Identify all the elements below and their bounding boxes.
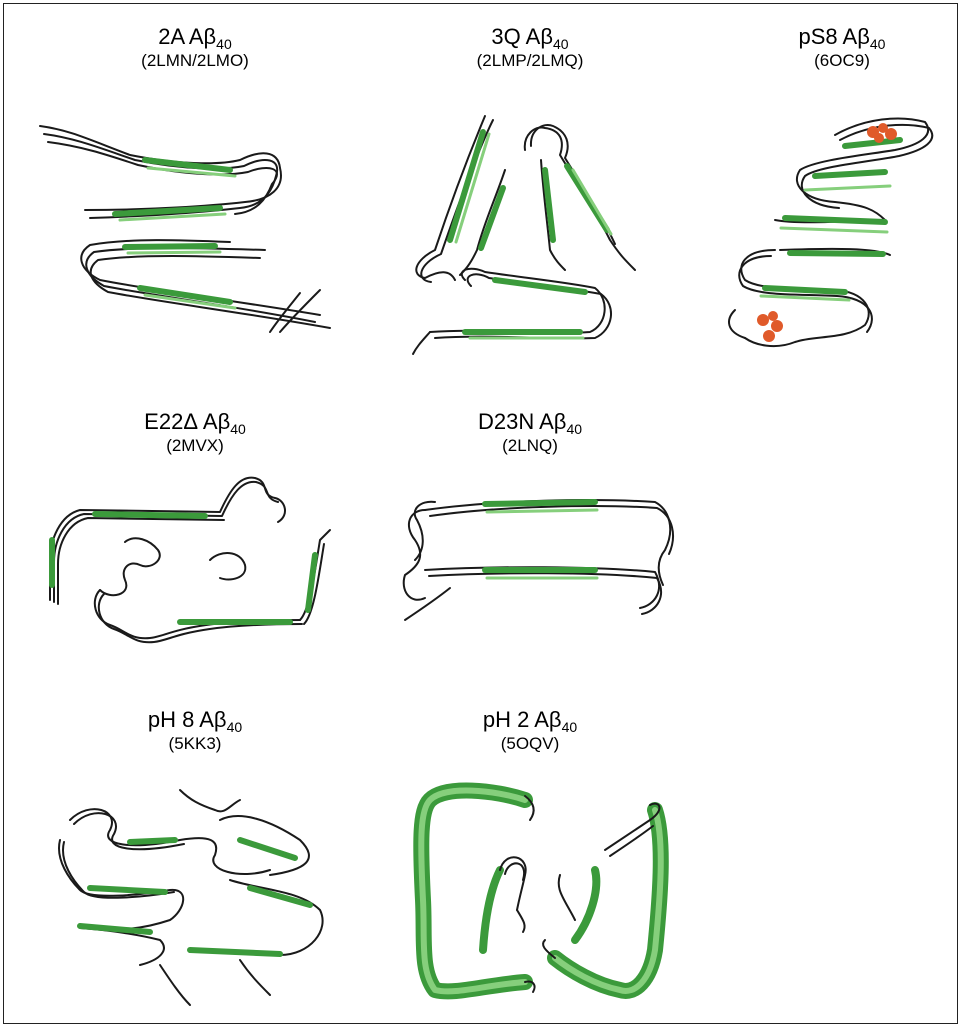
panel-subscript: 40 [562, 719, 578, 735]
structure-d23n [395, 480, 685, 630]
coil-lines [404, 500, 673, 620]
panel-title-ps8: pS8 Aβ40 (6OC9) [692, 24, 963, 71]
structure-2a [30, 110, 340, 340]
panel-name: pH 2 Aβ [483, 707, 562, 732]
beta-strands [421, 791, 661, 992]
coil-lines [50, 478, 330, 643]
panel-title-ph8: pH 8 Aβ40 (5KK3) [45, 707, 345, 754]
beta-strands [761, 140, 900, 300]
panel-subscript: 40 [230, 421, 246, 437]
panel-name: 2A Aβ [158, 24, 216, 49]
coil-lines [500, 796, 659, 992]
pdb-id: (2LMN/2LMO) [45, 51, 345, 71]
panel-subscript: 40 [553, 36, 569, 52]
coil-lines [729, 118, 932, 346]
panel-title-ph2: pH 2 Aβ40 (5OQV) [380, 707, 680, 754]
pdb-id: (6OC9) [692, 51, 963, 71]
pdb-id: (5OQV) [380, 734, 680, 754]
coil-lines [413, 116, 635, 354]
beta-strands [450, 132, 611, 338]
panel-name: E22Δ Aβ [144, 409, 230, 434]
pdb-id: (5KK3) [45, 734, 345, 754]
panel-title-3q: 3Q Aβ40 (2LMP/2LMQ) [380, 24, 680, 71]
panel-title-d23n: D23N Aβ40 (2LNQ) [380, 409, 680, 456]
panel-name: D23N Aβ [478, 409, 566, 434]
panel-name: 3Q Aβ [491, 24, 553, 49]
structure-3q [395, 110, 655, 360]
structure-ph2 [405, 780, 685, 1010]
structure-ph8 [40, 780, 340, 1010]
panel-title-2a: 2A Aβ40 (2LMN/2LMO) [45, 24, 345, 71]
panel-title-e22: E22Δ Aβ40 (2MVX) [45, 409, 345, 456]
panel-subscript: 40 [870, 36, 886, 52]
panel-name: pS8 Aβ [799, 24, 870, 49]
pdb-id: (2LNQ) [380, 436, 680, 456]
pdb-id: (2LMP/2LMQ) [380, 51, 680, 71]
panel-subscript: 40 [216, 36, 232, 52]
panel-subscript: 40 [566, 421, 582, 437]
panel-subscript: 40 [227, 719, 243, 735]
panel-name: pH 8 Aβ [148, 707, 227, 732]
beta-strands [52, 514, 315, 622]
pdb-id: (2MVX) [45, 436, 345, 456]
structure-ps8 [715, 110, 945, 370]
structure-e22 [40, 470, 340, 660]
